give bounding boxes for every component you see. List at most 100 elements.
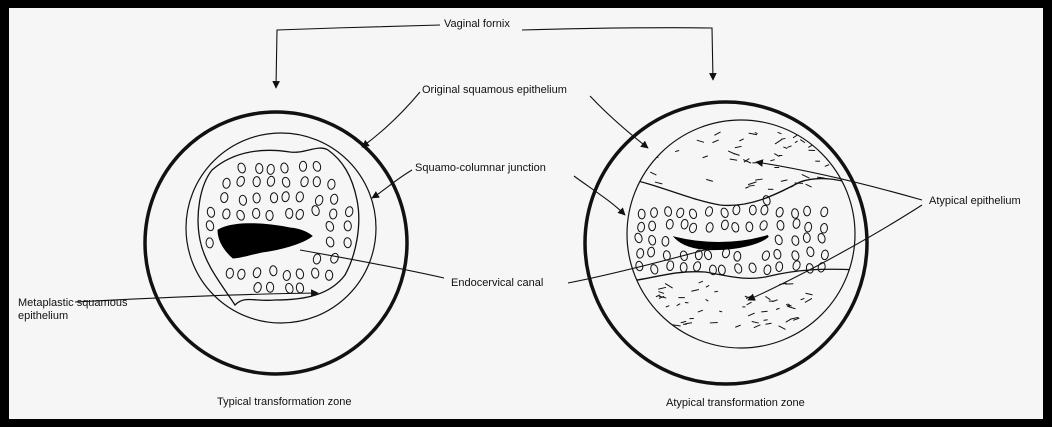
cell-dot (299, 161, 307, 171)
cell-dot (803, 233, 810, 243)
cell-dot (636, 248, 644, 258)
scj-arrow-left (372, 170, 412, 198)
cell-dot (664, 206, 672, 216)
texture-dash (775, 139, 782, 143)
cell-dot (281, 191, 290, 202)
cell-dot (325, 270, 332, 280)
cell-dot (749, 205, 756, 215)
texture-dash (739, 139, 743, 141)
cell-dot (666, 219, 674, 229)
cell-dot (649, 221, 656, 231)
cell-dot (637, 222, 645, 232)
cell-dot (774, 234, 783, 245)
atypical-endocervical-canal (676, 236, 768, 249)
texture-dash (706, 285, 709, 287)
cell-dot (775, 207, 784, 218)
cell-dot (295, 191, 304, 202)
cell-dot (792, 218, 800, 229)
cell-dot (760, 205, 769, 216)
caption-typical-transformation-zone: Typical transformation zone (216, 396, 353, 409)
texture-dash (749, 185, 755, 186)
cell-dot (650, 264, 659, 275)
cell-dot (638, 209, 645, 219)
cell-dot (295, 268, 304, 279)
texture-dash (748, 182, 756, 185)
texture-dash (800, 140, 805, 143)
texture-dash (659, 144, 663, 145)
cell-dot (721, 220, 729, 231)
cell-dot (269, 265, 277, 276)
cell-dot (820, 223, 828, 233)
cell-dot (775, 262, 783, 272)
cell-dot (226, 268, 234, 279)
label-endocervical-canal: Endocervical canal (450, 277, 544, 290)
cell-dot (311, 268, 319, 279)
cell-dot (791, 250, 800, 261)
label-original-squamous-epithelium: Original squamous epithelium (421, 84, 568, 97)
texture-dash (685, 323, 692, 324)
cell-dot (759, 220, 769, 231)
cell-dot (692, 261, 701, 272)
texture-dash (802, 174, 810, 178)
cell-dot (222, 208, 231, 219)
cell-dot (675, 207, 685, 218)
texture-dash (677, 304, 680, 306)
texture-dash (656, 136, 660, 138)
cell-dot (296, 282, 305, 293)
cell-dot (267, 164, 275, 175)
texture-dash (820, 321, 828, 322)
cell-dot (329, 252, 339, 264)
texture-dash (735, 325, 740, 327)
cell-dot (253, 177, 261, 187)
cell-dot (330, 194, 338, 205)
cell-dot (791, 208, 799, 218)
texture-dash (712, 140, 718, 143)
cell-dot (314, 195, 324, 207)
cell-dot (237, 162, 247, 174)
texture-dash (786, 319, 792, 322)
atypical-zone (585, 102, 867, 384)
texture-dash (761, 311, 767, 312)
typical-zone (145, 112, 407, 374)
cell-dot (734, 251, 741, 261)
cell-dot (680, 263, 687, 273)
original-squamous-arrow-left (362, 92, 420, 147)
texture-dash (770, 160, 774, 161)
texture-dash (824, 317, 831, 319)
cell-dot (236, 209, 246, 221)
texture-dash (654, 322, 657, 323)
texture-dash (675, 151, 679, 152)
cell-dot (325, 236, 335, 248)
cell-dot (266, 210, 274, 220)
texture-dash (747, 302, 752, 305)
texture-dash (650, 172, 656, 175)
texture-dash (675, 136, 680, 137)
cell-dot (313, 176, 321, 186)
cell-dot (791, 235, 800, 246)
texture-dash (755, 179, 762, 180)
texture-dash (699, 281, 703, 283)
texture-dash (735, 146, 742, 147)
cell-dot (295, 209, 305, 221)
cell-dot (821, 250, 829, 260)
texture-dash (706, 299, 709, 301)
texture-dash (698, 310, 703, 312)
texture-dash (774, 154, 779, 157)
texture-dash (765, 296, 770, 299)
cell-dot (255, 163, 263, 173)
texture-dash (795, 141, 798, 143)
texture-dash (752, 322, 759, 324)
texture-dash (728, 151, 735, 154)
cell-dot (220, 192, 228, 203)
cell-dot (804, 206, 811, 216)
texture-dash (815, 131, 819, 132)
texture-dash (806, 184, 812, 187)
cell-dot (283, 270, 291, 281)
texture-dash (745, 187, 748, 189)
cell-dot (252, 208, 260, 218)
cell-dot (236, 175, 246, 187)
cell-dot (806, 246, 815, 257)
cell-dot (650, 208, 657, 218)
cell-dot (763, 264, 772, 275)
texture-dash (787, 146, 791, 148)
